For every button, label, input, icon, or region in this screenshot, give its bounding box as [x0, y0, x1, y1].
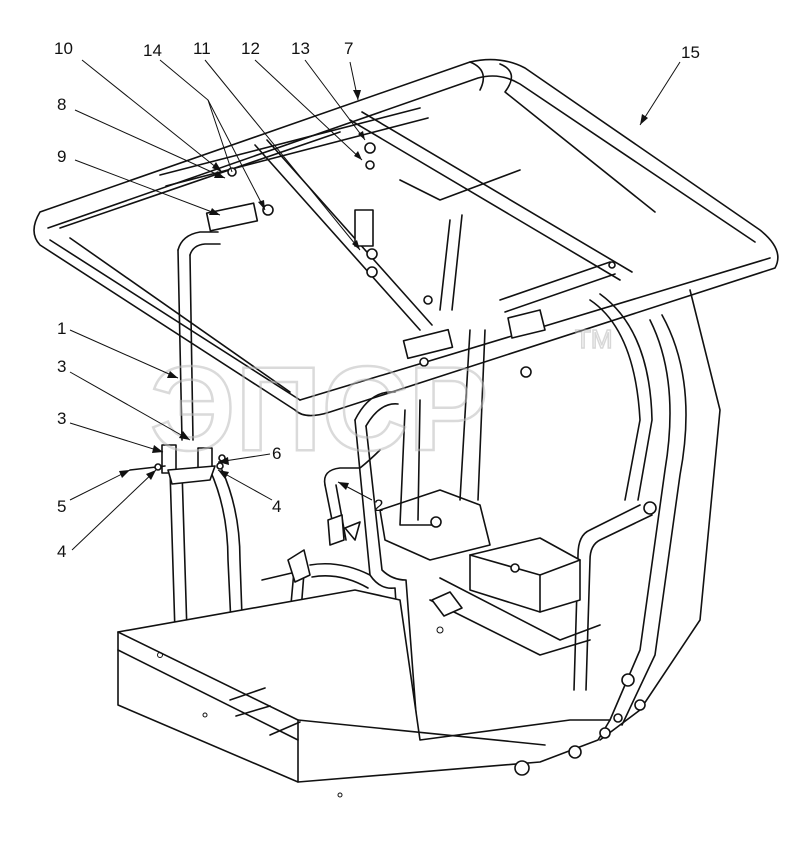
callout-8: 8 [57, 95, 66, 114]
callout-15: 15 [681, 43, 700, 62]
cab-base [117, 589, 646, 798]
callout-9: 9 [57, 147, 66, 166]
callout-3-lower: 3 [57, 409, 66, 428]
seat-box [379, 489, 601, 656]
callout-14: 14 [143, 41, 162, 60]
watermark-text: ЭПСР [150, 342, 488, 476]
watermark-trademark: TM [575, 324, 613, 354]
callout-13: 13 [291, 39, 310, 58]
callout-4-right: 4 [272, 497, 281, 516]
roof-rails [159, 107, 633, 360]
callout-4-left: 4 [57, 542, 66, 561]
callout-labels: 10 14 11 12 13 7 15 8 9 1 3 3 6 5 4 4 2 [54, 39, 700, 561]
callout-10: 10 [54, 39, 73, 58]
callout-2: 2 [374, 496, 383, 515]
callout-12: 12 [241, 39, 260, 58]
callout-1: 1 [57, 319, 66, 338]
callout-5: 5 [57, 497, 66, 516]
callout-6: 6 [272, 444, 281, 463]
callout-3-upper: 3 [57, 357, 66, 376]
callout-7: 7 [344, 39, 353, 58]
clamp-assembly [129, 444, 361, 583]
callout-leaders [69, 59, 681, 551]
watermark: ЭПСР TM [149, 323, 614, 477]
callout-11: 11 [193, 39, 211, 58]
roof-canopy [33, 58, 779, 417]
